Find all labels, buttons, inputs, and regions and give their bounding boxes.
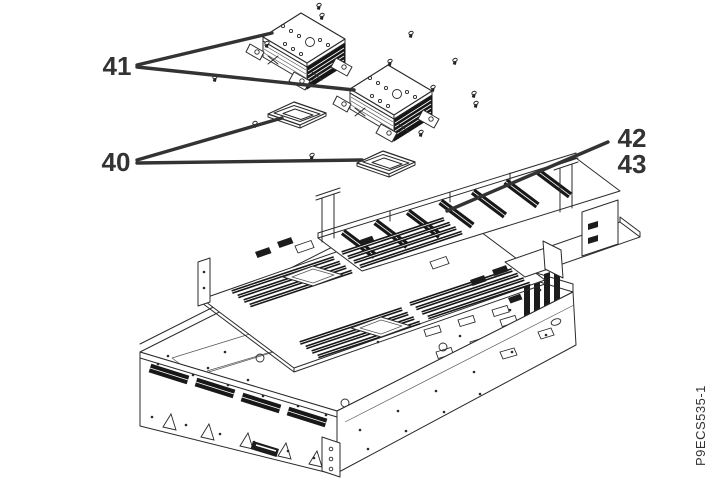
figure-id: P9ECS535-1	[693, 385, 708, 466]
leader-42-43	[445, 140, 610, 213]
left-bracket	[197, 257, 211, 307]
leader-40-a	[135, 116, 284, 162]
support-frame-left	[315, 187, 341, 243]
support-frame-right	[553, 157, 579, 213]
callout-leader-lines	[135, 31, 610, 213]
processor-module-2	[356, 150, 416, 178]
heatsink-1	[245, 12, 353, 91]
callout-41-label: 41	[103, 51, 132, 81]
board-right-tray	[504, 221, 641, 278]
leader-41-b	[135, 65, 356, 92]
rack-flange	[321, 436, 341, 478]
cpu-socket-1	[282, 265, 344, 287]
front-vent-slots	[148, 363, 328, 428]
rear-bulkhead	[581, 199, 619, 257]
air-divider	[542, 240, 564, 279]
callout-42-label: 42	[618, 123, 647, 153]
chassis-front-panel	[139, 351, 338, 476]
callout-40-label: 40	[102, 147, 131, 177]
cpu-socket-2	[350, 316, 412, 338]
loose-screws	[211, 2, 480, 161]
processor-module-1	[267, 101, 327, 129]
callout-43-label: 43	[618, 149, 647, 179]
dimm-slot-banks	[231, 217, 531, 359]
leader-41-a	[135, 31, 274, 67]
leader-40-b	[135, 158, 364, 165]
board-connectors	[255, 235, 523, 304]
system-board-assembly	[197, 152, 641, 373]
